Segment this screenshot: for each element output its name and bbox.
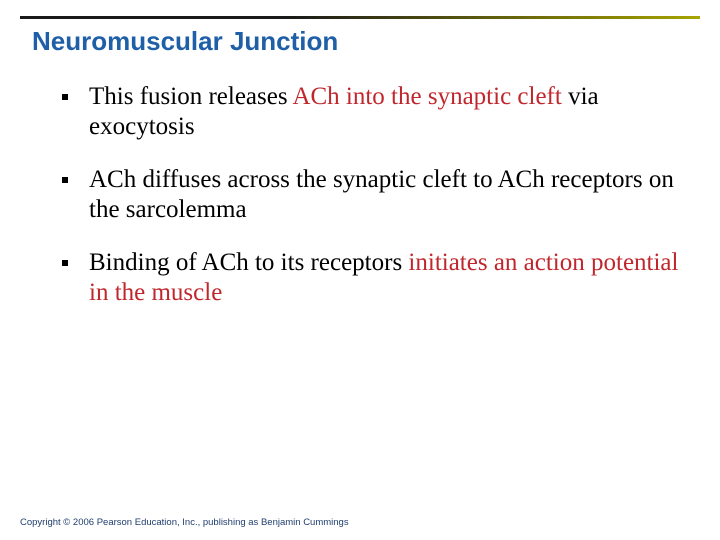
square-bullet-icon: [62, 94, 68, 100]
bullet-highlight: initiates an action potential in the mus…: [89, 249, 679, 306]
slide-title: Neuromuscular Junction: [32, 26, 339, 56]
bullet-list: This fusion releases ACh into the synapt…: [62, 82, 682, 331]
bullet-item-diffusion: ACh diffuses across the synaptic cleft t…: [62, 165, 682, 225]
bullet-text: This fusion releases: [89, 83, 293, 110]
bullet-text: Binding of ACh to its receptors: [89, 249, 409, 276]
bullet-text: via exocytosis: [89, 83, 599, 140]
copyright-footer: Copyright © 2006 Pearson Education, Inc.…: [20, 517, 349, 528]
square-bullet-icon: [62, 260, 68, 266]
bullet-highlight: ACh into the synaptic cleft: [292, 83, 562, 110]
bullet-item-exocytosis: This fusion releases ACh into the synapt…: [62, 82, 682, 142]
bullet-item-binding: Binding of ACh to its receptors initiate…: [62, 248, 682, 308]
title-underline-rule: [20, 16, 700, 19]
bullet-text: ACh diffuses across the synaptic cleft t…: [89, 166, 674, 223]
square-bullet-icon: [62, 177, 68, 183]
